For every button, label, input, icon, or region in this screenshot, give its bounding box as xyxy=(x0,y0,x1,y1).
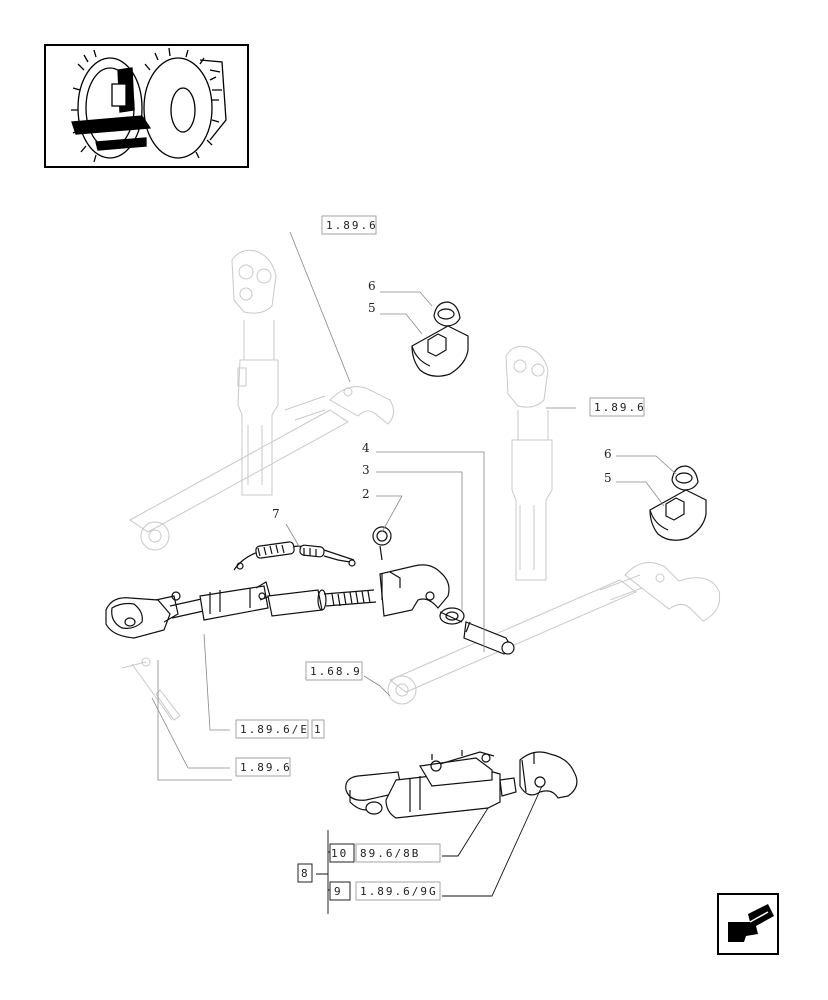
previous-page-button[interactable] xyxy=(717,893,779,955)
ref-label-8b: 89.6/8B xyxy=(360,847,420,860)
ref-label-e-num: 1 xyxy=(314,723,323,736)
ref-label-right: 1.89.6 xyxy=(594,401,646,414)
part-4-pin xyxy=(463,621,515,655)
ref-label-link: 1.68.9 xyxy=(310,665,362,678)
ref-label-e: 1.89.6/E xyxy=(240,723,309,736)
callout-6-upper: 6 xyxy=(368,279,376,293)
callout-8: 8 xyxy=(301,867,310,880)
callout-6-lower: 6 xyxy=(604,447,612,461)
ref-group-8: 8 10 89.6/8B 9 1.89.6/9G xyxy=(297,843,441,901)
ref-box-bottom: 1.89.6 xyxy=(235,757,292,777)
part-7-chain xyxy=(233,541,356,571)
part-3-bushing xyxy=(439,607,465,625)
part-2-clip xyxy=(372,526,392,561)
callout-5-upper: 5 xyxy=(368,301,376,315)
tractor-rear-view-icon xyxy=(71,47,227,163)
ref-box-e: 1.89.6/E 1 xyxy=(235,719,325,739)
ref-label-top: 1.89.6 xyxy=(326,219,378,232)
ref-box-link: 1.68.9 xyxy=(305,661,363,681)
callout-numbers: 6 5 6 5 4 3 2 7 xyxy=(272,279,612,521)
part-6-upper-cap xyxy=(433,301,461,327)
part-6-lower-cap xyxy=(671,465,699,491)
callout-4: 4 xyxy=(362,441,370,455)
previous-page-arrow-icon xyxy=(728,904,774,942)
callout-2: 2 xyxy=(362,487,370,501)
leader-lines xyxy=(151,231,677,914)
hydraulic-top-link xyxy=(345,750,578,819)
callout-5-lower: 5 xyxy=(604,471,612,485)
part-5-upper-bushing xyxy=(411,325,469,377)
ghost-pin-assembly xyxy=(121,657,181,721)
ref-label-bottom: 1.89.6 xyxy=(240,761,292,774)
ref-label-9g: 1.89.6/9G xyxy=(360,885,438,898)
part-5-lower-bushing xyxy=(649,489,707,541)
tractor-thumbnail xyxy=(44,44,249,168)
ref-box-right: 1.89.6 xyxy=(589,397,646,417)
callout-9: 9 xyxy=(334,885,343,898)
ghost-right-lift-assembly xyxy=(387,345,721,705)
callout-3: 3 xyxy=(362,463,370,477)
ghost-left-lift-assembly xyxy=(129,249,394,551)
callout-7: 7 xyxy=(272,507,280,521)
top-link-assembly xyxy=(105,564,450,639)
ref-box-top: 1.89.6 xyxy=(321,215,378,235)
callout-10: 10 xyxy=(331,847,348,860)
